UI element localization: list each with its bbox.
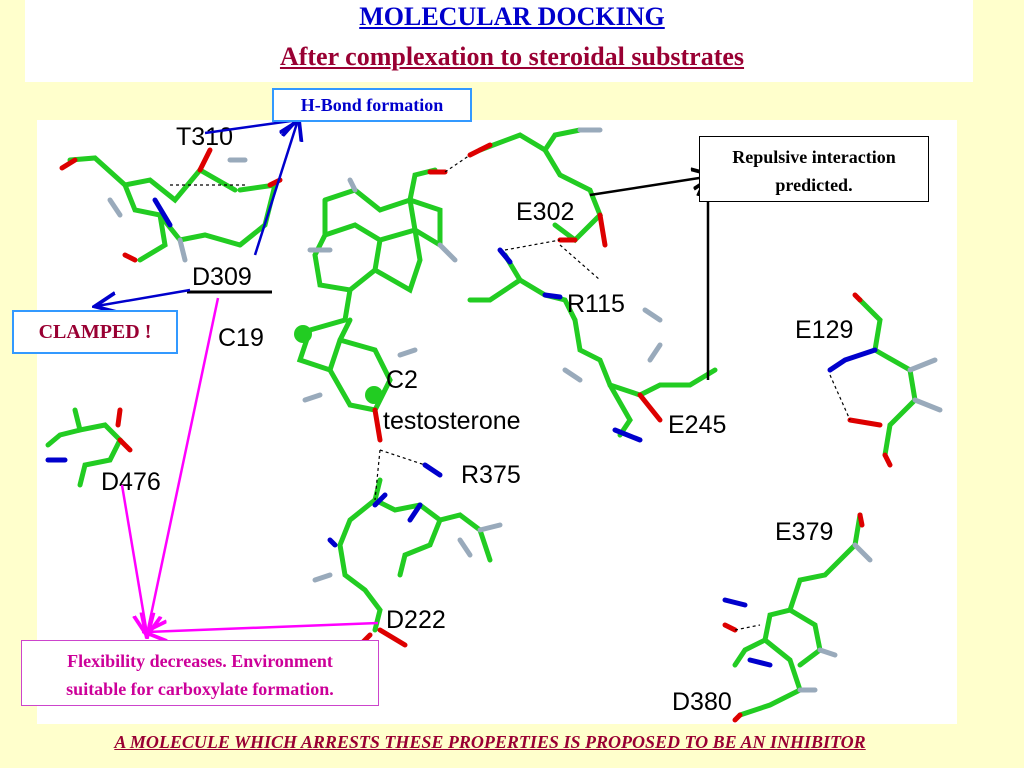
label-d222: D222 <box>386 606 446 634</box>
flexibility-callout-line1: Flexibility decreases. Environment <box>67 651 333 671</box>
flexibility-callout: Flexibility decreases. Environment suita… <box>21 640 379 706</box>
repulsive-callout: Repulsive interaction predicted. <box>699 136 929 202</box>
flexibility-callout-line2: suitable for carboxylate formation. <box>66 679 334 699</box>
repulsive-callout-line1: Repulsive interaction <box>732 147 896 167</box>
residue-labels: T310 D309 E302 R115 E129 C19 C2 testoste… <box>101 123 853 716</box>
slide-title: MOLECULAR DOCKING <box>359 2 665 31</box>
label-e302: E302 <box>516 198 574 226</box>
repulsive-callout-line2: predicted. <box>775 175 853 195</box>
hbond-arrow-d309 <box>253 120 298 256</box>
label-c19: C19 <box>218 324 264 352</box>
hbond-callout: H-Bond formation <box>272 88 472 122</box>
flex-arrow-d476 <box>120 484 147 634</box>
label-t310: T310 <box>176 123 233 151</box>
label-d476: D476 <box>101 468 161 496</box>
hbond-dotted-lines <box>170 154 851 631</box>
residue-d476 <box>45 407 133 488</box>
label-d309: D309 <box>192 263 252 291</box>
footer-conclusion: A MOLECULE WHICH ARRESTS THESE PROPERTIE… <box>114 732 866 752</box>
title-box <box>25 0 973 82</box>
molecular-model-panel <box>37 120 957 724</box>
label-e245: E245 <box>668 411 726 439</box>
residue-e302-r115-e245 <box>467 127 718 443</box>
molecule-bonds <box>45 127 943 723</box>
clamped-arrow <box>97 288 191 306</box>
label-d380: D380 <box>672 688 732 716</box>
label-e129: E129 <box>795 316 853 344</box>
flex-arrow-d222 <box>147 623 379 632</box>
residue-t310-d309 <box>59 147 283 263</box>
slide-subtitle: After complexation to steroidal substrat… <box>279 42 745 71</box>
residue-e379-d380 <box>722 512 873 723</box>
label-r375: R375 <box>461 461 521 489</box>
c19-atom-marker <box>294 325 312 343</box>
residue-r375-d222 <box>312 462 503 648</box>
flex-arrow-d309 <box>147 297 220 634</box>
label-e379: E379 <box>775 518 833 546</box>
residue-e129 <box>827 292 943 468</box>
annotation-arrows <box>97 120 712 634</box>
clamped-callout: CLAMPED ! <box>12 310 178 354</box>
label-testosterone: testosterone <box>383 407 521 435</box>
label-c2: C2 <box>386 366 418 394</box>
c2-atom-marker <box>365 386 383 404</box>
repulsive-arrow-e302 <box>589 176 712 197</box>
label-r115: R115 <box>567 290 625 318</box>
